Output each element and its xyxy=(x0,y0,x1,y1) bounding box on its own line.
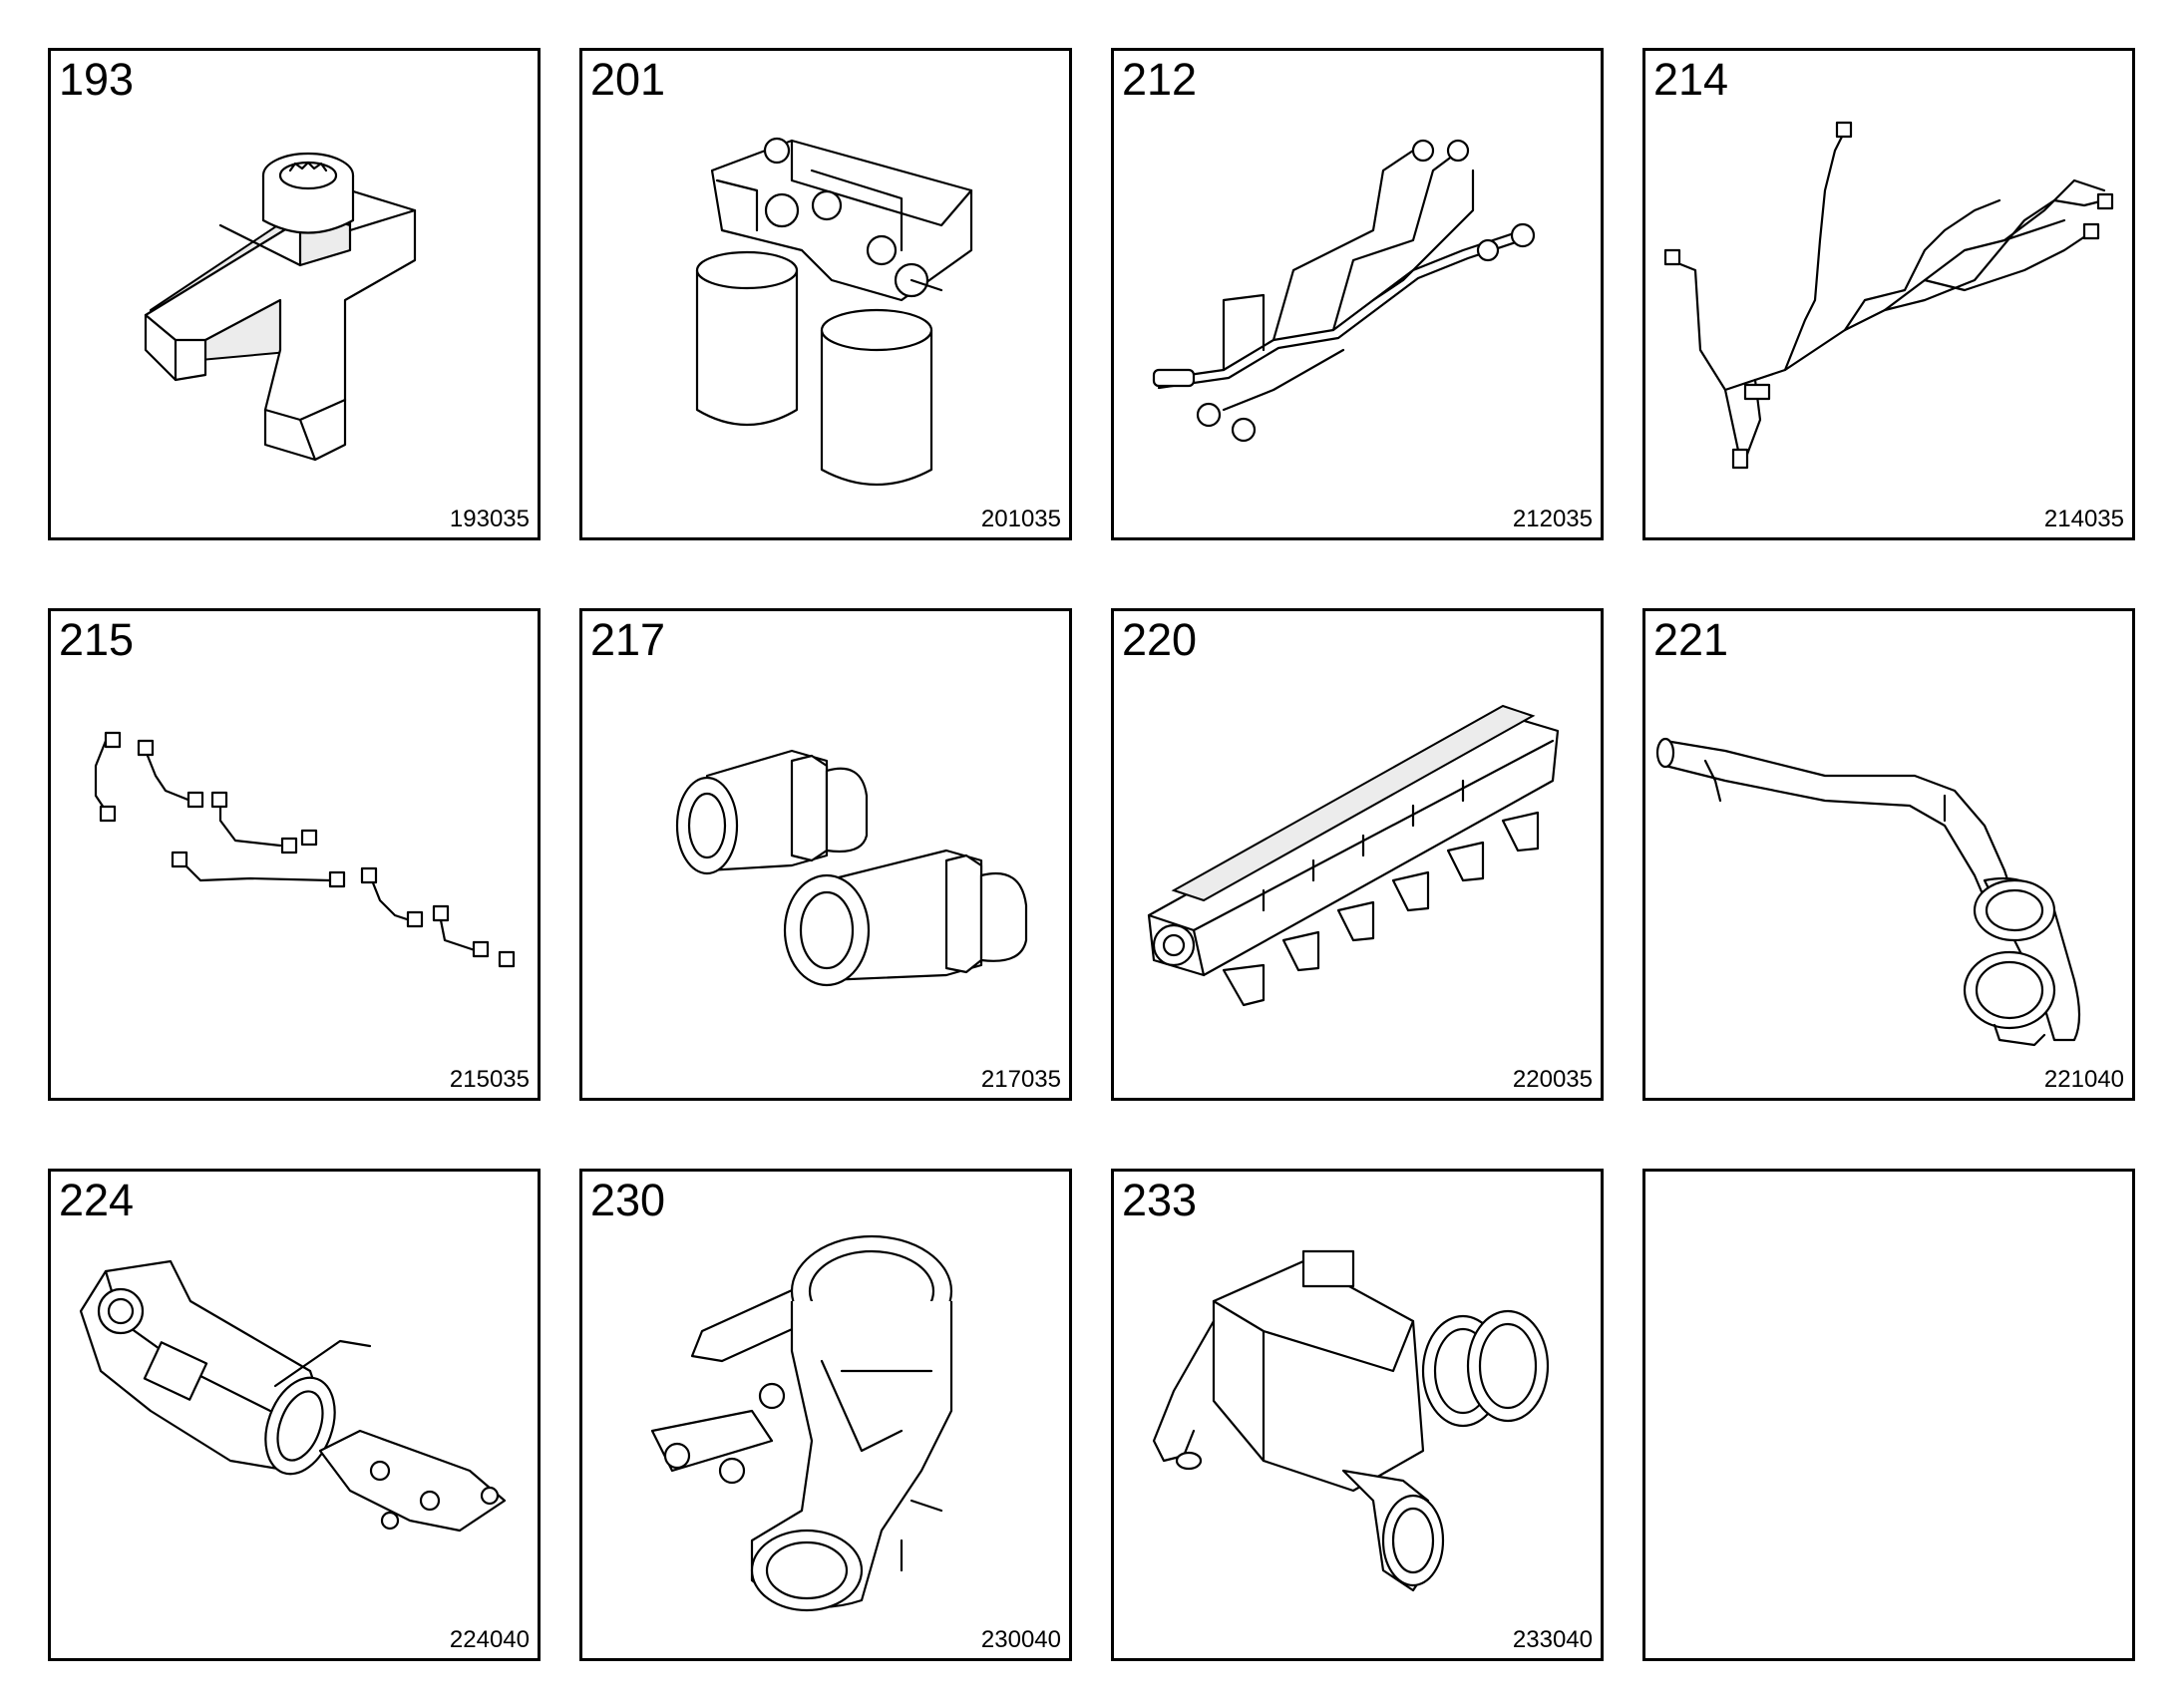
part-number: 233 xyxy=(1122,1175,1198,1225)
image-code: 220035 xyxy=(1512,1066,1593,1093)
part-cell-233[interactable]: 233 233040 xyxy=(1111,1169,1604,1661)
image-code: 201035 xyxy=(980,506,1061,532)
part-cell-220[interactable]: 220 220035 xyxy=(1111,608,1604,1101)
egr-valve-assembly-icon xyxy=(79,1259,507,1533)
image-code: 221040 xyxy=(2043,1066,2124,1093)
part-number: 201 xyxy=(590,54,666,105)
part-number: 212 xyxy=(1122,54,1198,105)
empty-cell xyxy=(1642,1169,2135,1661)
part-number: 220 xyxy=(1122,614,1198,665)
part-number: 215 xyxy=(59,614,135,665)
image-code: 193035 xyxy=(449,506,530,532)
image-code: 215035 xyxy=(449,1066,530,1093)
wiring-harness-icon xyxy=(1663,121,2114,470)
injector-pipes-icon xyxy=(94,731,516,968)
image-code: 230040 xyxy=(980,1626,1061,1653)
part-number: 193 xyxy=(59,54,135,105)
fuel-rail-pipes-icon xyxy=(1152,139,1536,443)
pipe-fittings-icon xyxy=(675,749,1028,987)
dual-fuel-filter-icon xyxy=(695,137,973,486)
part-number: 224 xyxy=(59,1175,135,1225)
part-number: 221 xyxy=(1653,614,1729,665)
part-cell-201[interactable]: 201 201035 xyxy=(579,48,1072,540)
part-cell-224[interactable]: 224 224040 xyxy=(48,1169,541,1661)
part-cell-221[interactable]: 221 221040 xyxy=(1642,608,2135,1101)
throttle-housing-icon xyxy=(650,1234,953,1612)
part-cell-212[interactable]: 212 212035 xyxy=(1111,48,1604,540)
fork-yoke-icon xyxy=(144,152,417,462)
part-number: 217 xyxy=(590,614,666,665)
part-cell-217[interactable]: 217 217035 xyxy=(579,608,1072,1101)
intake-manifold-icon xyxy=(1147,704,1560,1007)
part-number: 230 xyxy=(590,1175,666,1225)
exhaust-housing-icon xyxy=(1152,1249,1550,1592)
part-cell-215[interactable]: 215 215035 xyxy=(48,608,541,1101)
part-cell-230[interactable]: 230 230040 xyxy=(579,1169,1072,1661)
part-cell-214[interactable]: 214 214035 xyxy=(1642,48,2135,540)
image-code: 214035 xyxy=(2043,506,2124,532)
part-cell-193[interactable]: 193 193035 xyxy=(48,48,541,540)
image-code: 233040 xyxy=(1512,1626,1593,1653)
image-code: 217035 xyxy=(980,1066,1061,1093)
image-code: 224040 xyxy=(449,1626,530,1653)
image-code: 212035 xyxy=(1512,506,1593,532)
coolant-pipe-icon xyxy=(1655,737,2081,1047)
part-number: 214 xyxy=(1653,54,1729,105)
